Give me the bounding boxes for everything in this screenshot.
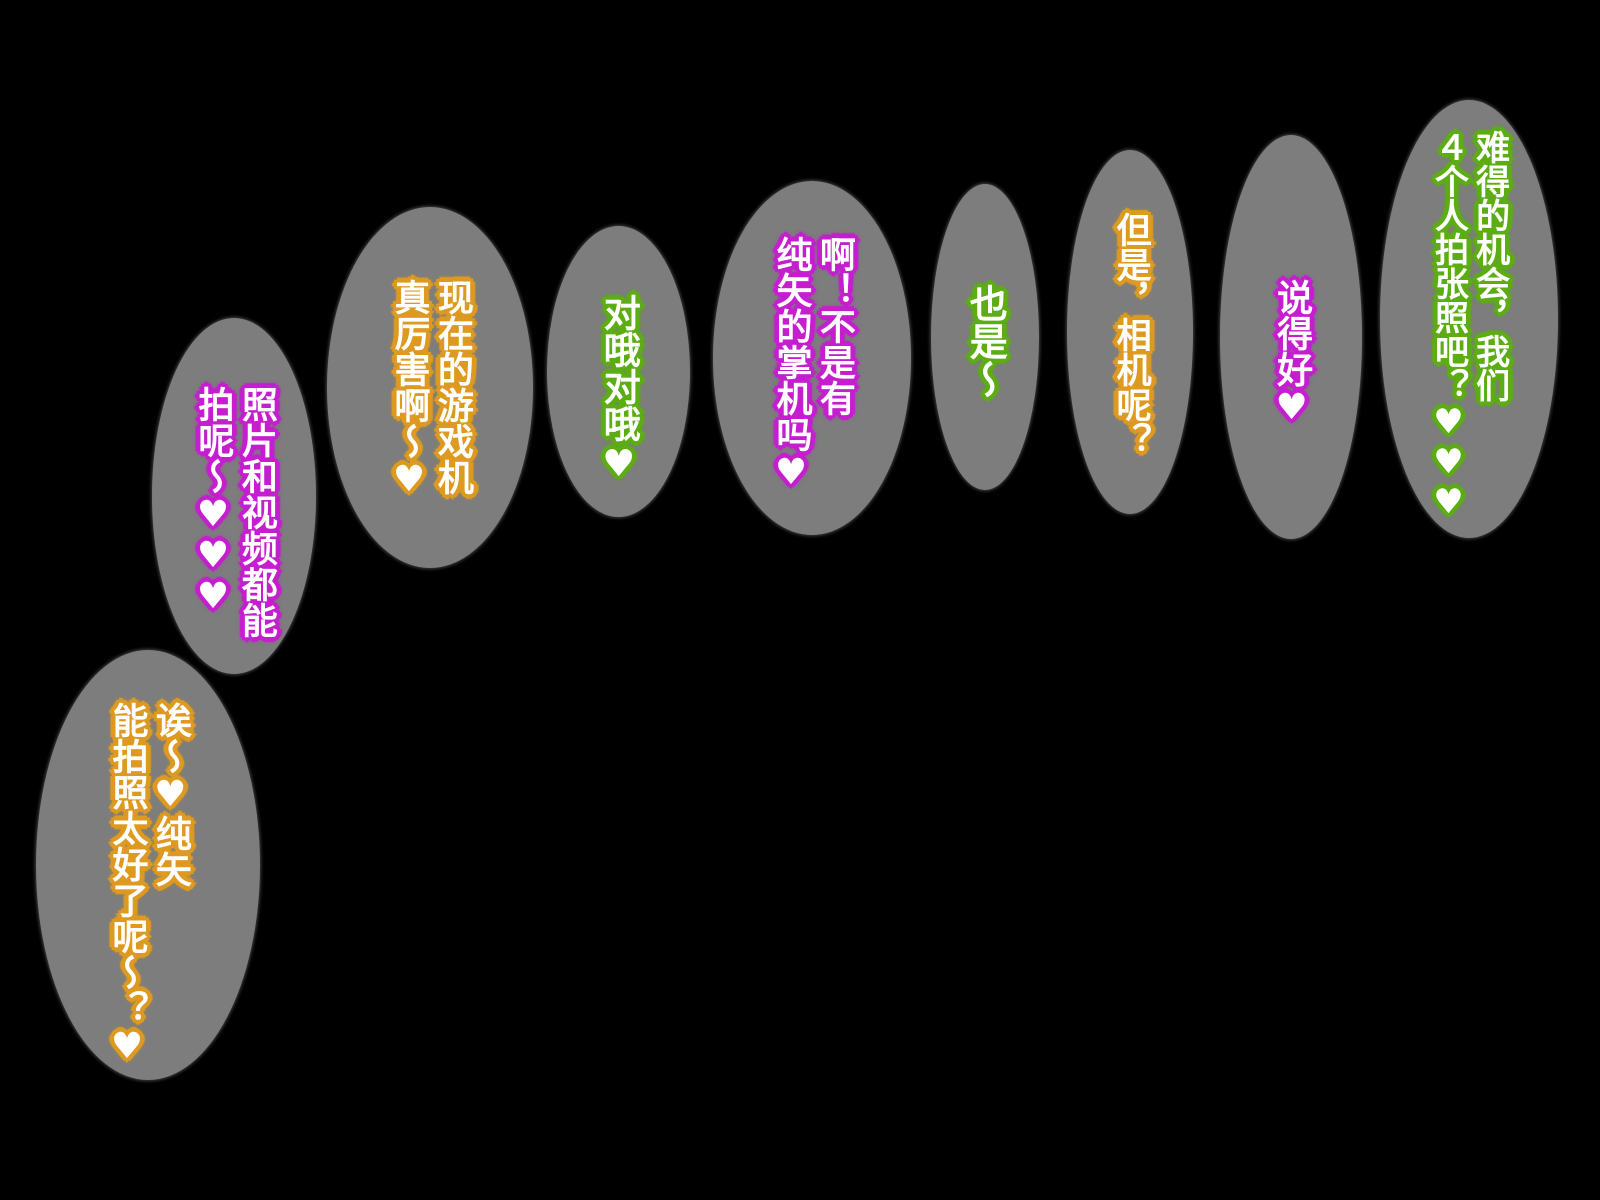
bubble-text-column: 纯矢的掌机吗♥ [770,236,812,493]
bubble-text-column: 对哦对哦♥ [597,294,641,485]
bubble-1-text: 诶～♥纯矢 能拍照太好了呢～？♥ [103,702,193,1067]
speech-bubble-9: 难得的机会，我们 ４个人拍张照吧？♥♥♥ [1380,100,1558,538]
bubble-text-column: 啊！不是有 [813,236,855,416]
bubble-text-column: 诶～♥纯矢 [149,702,191,887]
bubble-text-column: 照片和视频都能 [235,386,277,638]
bubble-text-column: 现在的游戏机 [431,279,473,495]
bubble-text-column: 拍呢～♥♥♥ [192,386,234,617]
speech-bubble-7: 但是，相机呢？ [1067,150,1193,514]
bubble-6-text: 也是～ [961,284,1010,398]
bubble-text-column: 难得的机会，我们 [1469,130,1510,402]
bubble-text-column: 但是，相机呢？ [1110,212,1151,457]
bubble-4-text: 对哦对哦♥ [595,294,642,485]
speech-bubble-8: 说得好♥ [1220,135,1362,539]
bubble-2-text: 照片和视频都能 拍呢～♥♥♥ [189,386,279,638]
bubble-text-column: 也是～ [963,284,1008,398]
speech-bubble-2: 照片和视频都能 拍呢～♥♥♥ [152,318,316,674]
speech-bubble-6: 也是～ [931,184,1039,490]
bubble-text-column: ４个人拍张照吧？♥♥♥ [1428,130,1469,522]
bubble-3-text: 现在的游戏机 真厉害啊～♥ [385,279,475,500]
bubble-text-column: 能拍照太好了呢～？♥ [106,702,148,1067]
bubble-5-text: 啊！不是有 纯矢的掌机吗♥ [767,236,857,493]
speech-bubble-1: 诶～♥纯矢 能拍照太好了呢～？♥ [36,650,260,1080]
bubble-7-text: 但是，相机呢？ [1107,212,1152,457]
bubble-text-column: 说得好♥ [1271,279,1313,428]
bubble-9-text: 难得的机会，我们 ４个人拍张照吧？♥♥♥ [1426,130,1511,522]
bubble-text-column: 真厉害啊～♥ [388,279,430,500]
speech-bubble-3: 现在的游戏机 真厉害啊～♥ [327,207,533,568]
speech-bubble-5: 啊！不是有 纯矢的掌机吗♥ [713,181,911,535]
speech-bubble-4: 对哦对哦♥ [547,226,690,517]
bubble-8-text: 说得好♥ [1268,279,1314,428]
